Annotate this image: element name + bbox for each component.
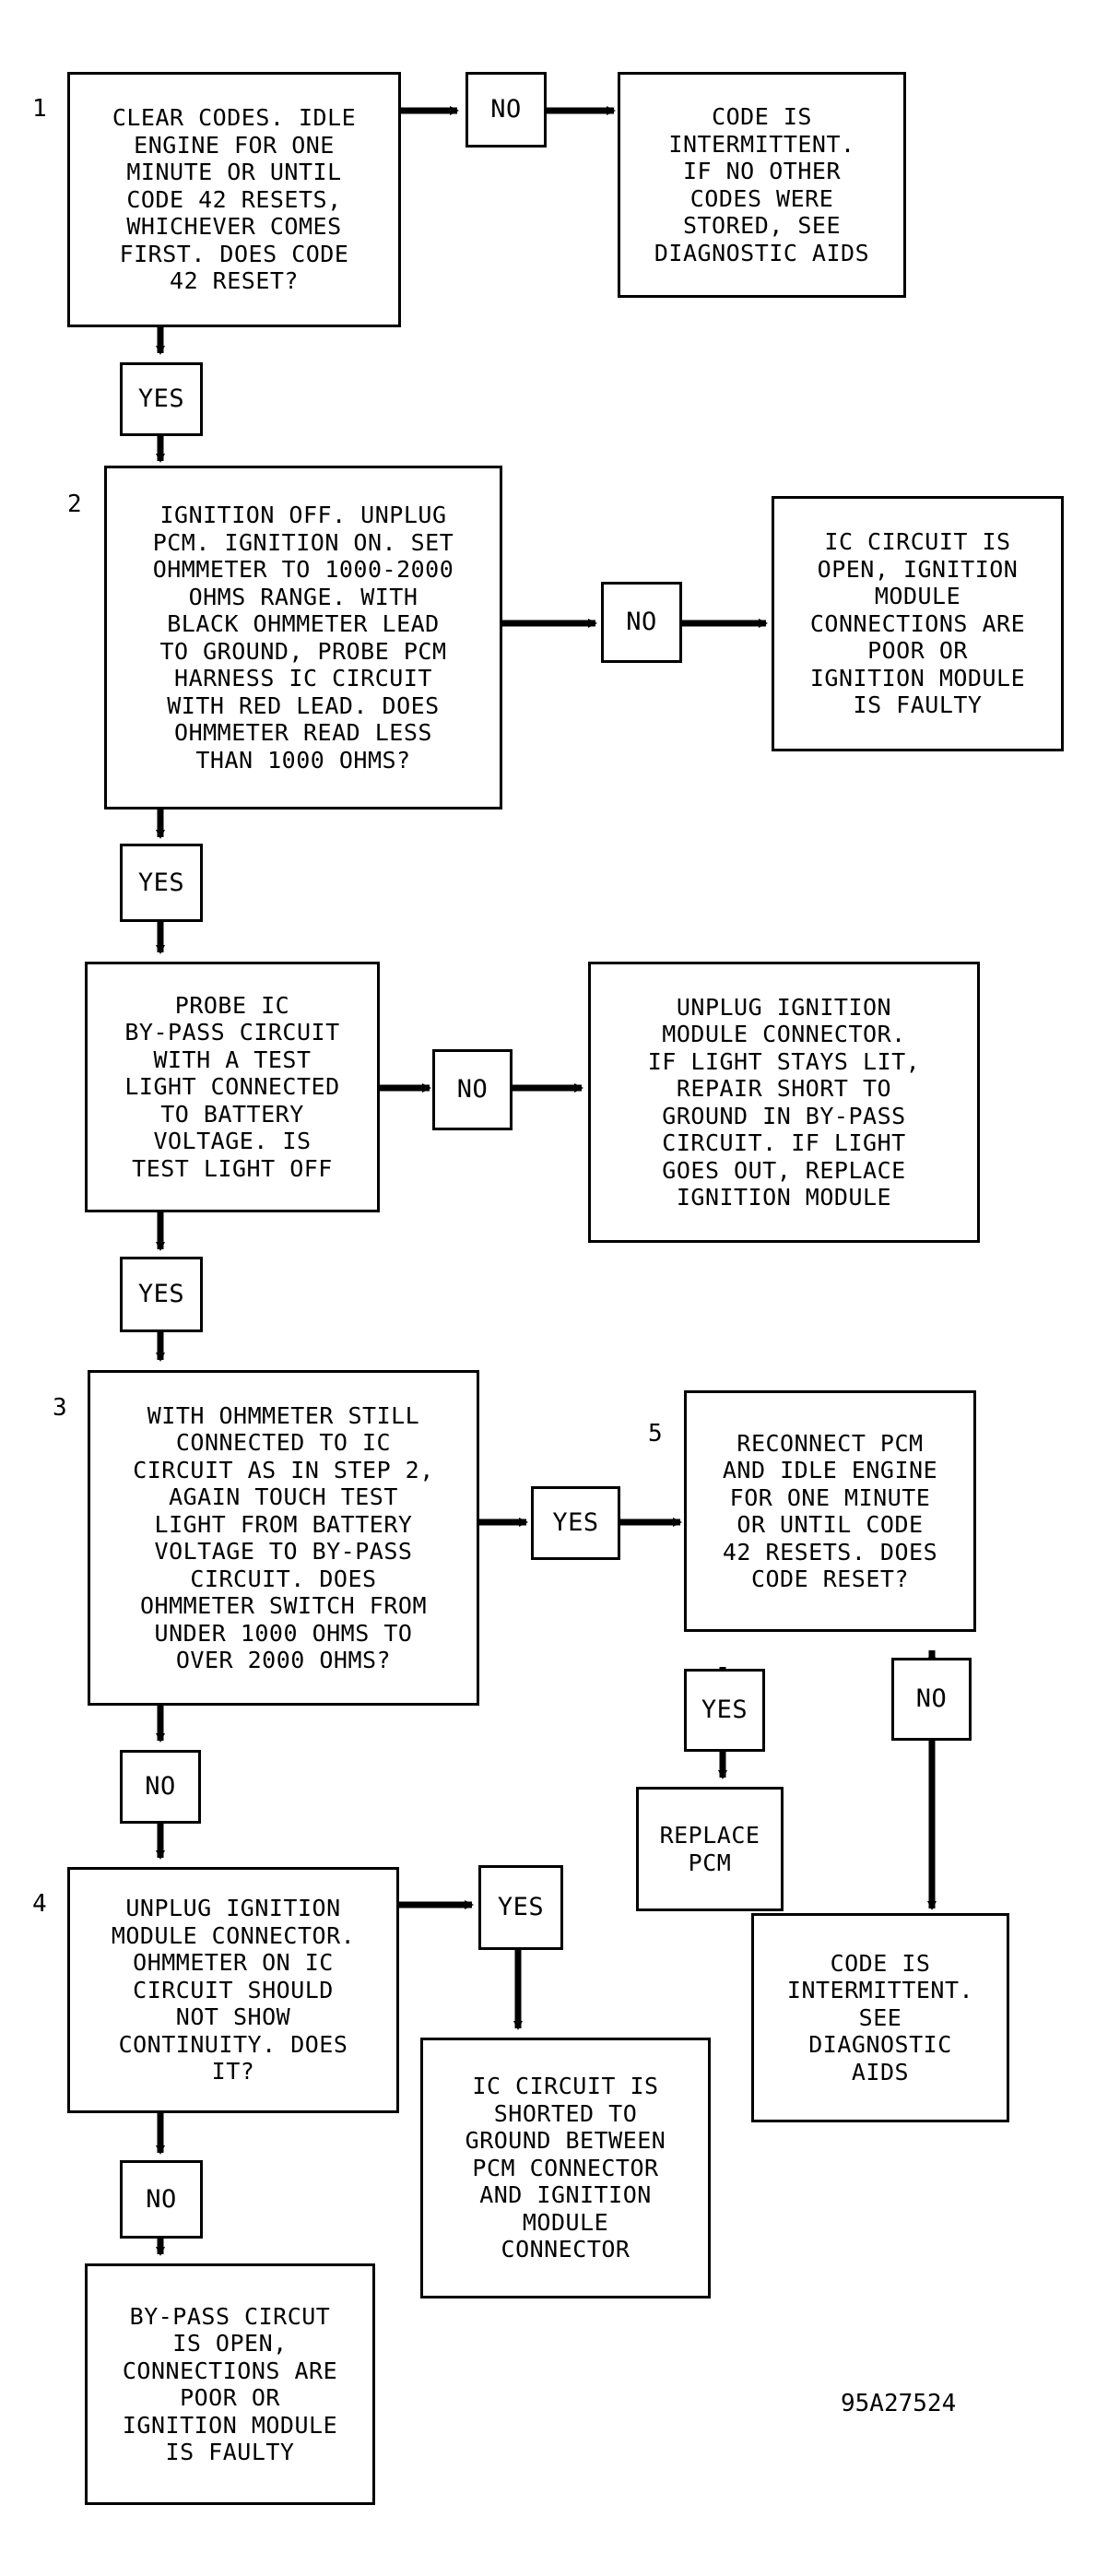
step-number-2: 2 <box>67 490 82 518</box>
question-box-step3: WITH OHMMETER STILL CONNECTED TO IC CIRC… <box>88 1370 479 1706</box>
yes-box-bypass-probe: YES <box>120 1257 203 1332</box>
yes-box-step2: YES <box>120 844 203 922</box>
yes-box-step5: YES <box>684 1669 765 1752</box>
no-box-step5: NO <box>891 1658 972 1741</box>
yes-box-step4: YES <box>478 1865 563 1950</box>
question-box-step4: UNPLUG IGNITION MODULE CONNECTOR. OHMMET… <box>67 1867 399 2113</box>
question-box-step2: IGNITION OFF. UNPLUG PCM. IGNITION ON. S… <box>104 466 502 809</box>
result-box-intermittent-2: CODE IS INTERMITTENT. SEE DIAGNOSTIC AID… <box>751 1913 1009 2122</box>
result-box-unplug-module: UNPLUG IGNITION MODULE CONNECTOR. IF LIG… <box>588 962 980 1243</box>
result-box-ic-open: IC CIRCUIT IS OPEN, IGNITION MODULE CONN… <box>772 496 1064 751</box>
step-number-5: 5 <box>648 1420 663 1448</box>
result-box-bypass-open: BY-PASS CIRCUT IS OPEN, CONNECTIONS ARE … <box>85 2263 375 2505</box>
figure-id: 95A27524 <box>841 2390 957 2417</box>
yes-box-step1: YES <box>120 362 203 436</box>
question-box-step1: CLEAR CODES. IDLE ENGINE FOR ONE MINUTE … <box>67 72 401 327</box>
yes-box-step3: YES <box>531 1486 620 1560</box>
result-box-intermittent-1: CODE IS INTERMITTENT. IF NO OTHER CODES … <box>618 72 906 298</box>
no-box-step4: NO <box>120 2160 203 2239</box>
question-box-step5: RECONNECT PCM AND IDLE ENGINE FOR ONE MI… <box>684 1390 976 1632</box>
step-number-4: 4 <box>32 1890 47 1918</box>
no-box-step3: NO <box>120 1750 201 1824</box>
step-number-1: 1 <box>32 95 47 123</box>
no-box-step1: NO <box>466 72 547 148</box>
step-number-3: 3 <box>53 1394 67 1422</box>
result-box-replace-pcm: REPLACE PCM <box>636 1787 784 1911</box>
question-box-bypass-probe: PROBE IC BY-PASS CIRCUIT WITH A TEST LIG… <box>85 962 380 1212</box>
no-box-bypass-probe: NO <box>432 1049 513 1130</box>
no-box-step2: NO <box>601 582 682 663</box>
result-box-ic-shorted: IC CIRCUIT IS SHORTED TO GROUND BETWEEN … <box>420 2038 711 2298</box>
